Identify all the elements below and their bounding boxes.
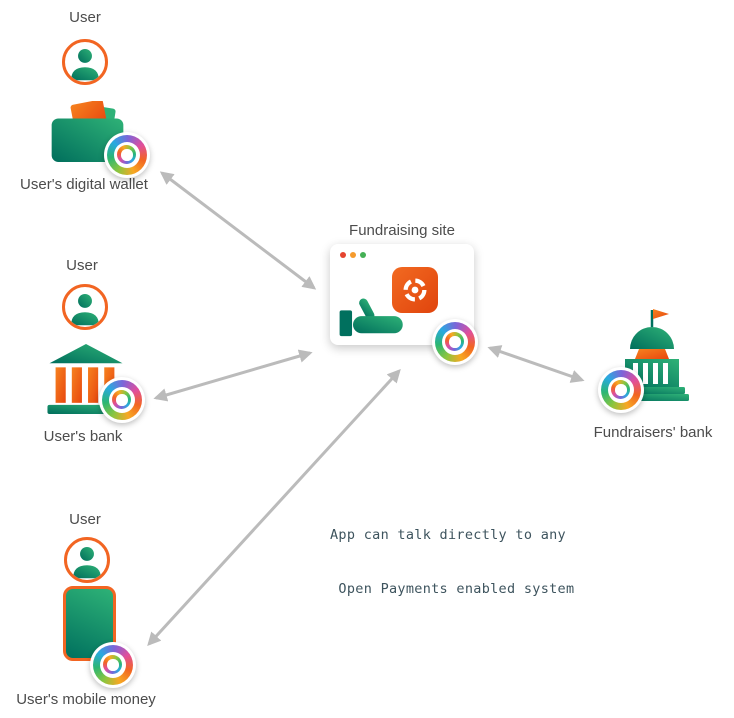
bank-node-label: User's bank	[43, 428, 123, 445]
fundraisers-bank-label: Fundraisers' bank	[593, 424, 713, 441]
red-dot-icon	[340, 252, 346, 258]
op-ring-inner	[607, 376, 635, 404]
annotation-line-1: App can talk directly to any	[330, 527, 566, 543]
person-glyph	[71, 48, 99, 81]
op-ring	[93, 645, 133, 685]
op-ring2	[611, 380, 631, 400]
person-glyph	[73, 546, 101, 579]
op-ring2	[445, 332, 465, 352]
open-payments-logo-icon	[392, 267, 438, 313]
user-avatar-icon	[62, 284, 108, 330]
green-dot-icon	[360, 252, 366, 258]
op-ring	[107, 135, 147, 175]
op-ring	[102, 380, 142, 420]
open-payments-badge-icon	[104, 132, 150, 178]
op-ring2	[103, 655, 123, 675]
annotation-line-2: Open Payments enabled system	[330, 581, 575, 597]
op-ring	[435, 322, 475, 362]
open-payments-badge-icon	[90, 642, 136, 688]
fundraising-site-label: Fundraising site	[349, 222, 455, 239]
arrow-wallet-to-site	[159, 171, 317, 290]
user-avatar-icon	[62, 39, 108, 85]
wallet-node-label: User's digital wallet	[20, 176, 148, 193]
traffic-light-dots	[340, 252, 366, 258]
orange-dot-icon	[350, 252, 356, 258]
user-avatar-icon	[64, 537, 110, 583]
op-ring-inner	[108, 386, 136, 414]
person-glyph	[71, 293, 99, 326]
open-payments-badge-icon	[99, 377, 145, 423]
user-label-wallet: User	[69, 9, 101, 26]
op-ring2	[117, 145, 137, 165]
user-label-mobile: User	[69, 511, 101, 528]
op-core	[107, 659, 119, 671]
arrow-site-to-fundraisers-bank	[487, 345, 585, 383]
open-payments-badge-icon	[432, 319, 478, 365]
op-ring-inner	[441, 328, 469, 356]
op-ring-inner	[99, 651, 127, 679]
op-ring	[601, 370, 641, 410]
mobile-node-label: User's mobile money	[16, 691, 156, 708]
op-logo-ring	[403, 278, 427, 302]
annotation-text: App can talk directly to any Open Paymen…	[330, 490, 574, 634]
op-core	[615, 384, 627, 396]
op-ring2	[112, 390, 132, 410]
open-payments-badge-icon	[598, 367, 644, 413]
flag-icon	[653, 309, 669, 319]
op-core	[121, 149, 133, 161]
arrow-bank-to-site	[153, 349, 313, 402]
op-ring-inner	[113, 141, 141, 169]
op-core	[116, 394, 128, 406]
op-core	[449, 336, 461, 348]
user-label-bank: User	[66, 257, 98, 274]
holding-hand-icon	[338, 296, 412, 340]
arrow-mobile-to-site	[147, 369, 401, 646]
